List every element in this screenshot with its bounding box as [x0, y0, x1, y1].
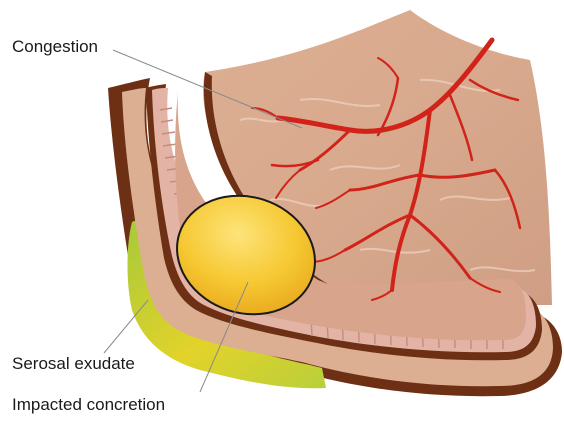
impacted-concretion-label: Impacted concretion [12, 395, 165, 414]
congestion-label: Congestion [12, 37, 98, 56]
serosal-exudate-label: Serosal exudate [12, 354, 135, 373]
